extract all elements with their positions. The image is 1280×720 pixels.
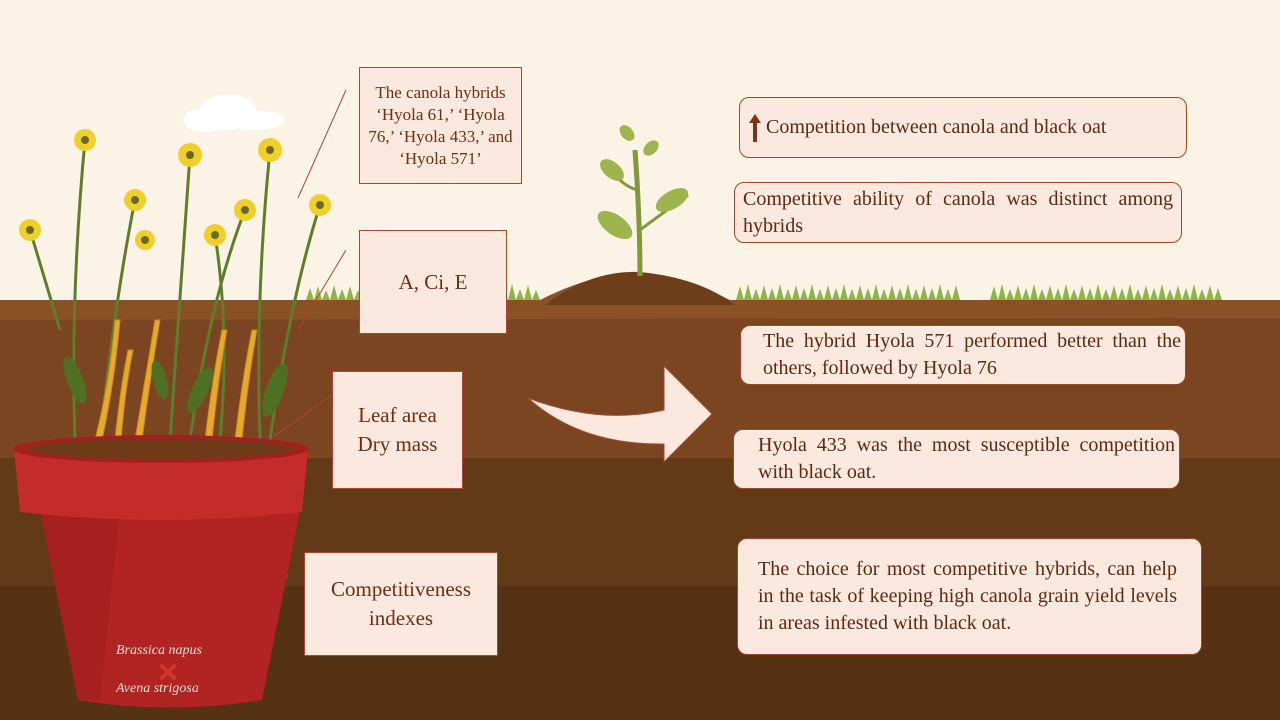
result-text-1: Competition between canola and black oat <box>766 116 1107 138</box>
result-box-2: Competitive ability of canola was distin… <box>734 182 1182 243</box>
species-label-canola: Brassica napus <box>116 643 202 658</box>
competitiveness-box: Competitiveness indexes <box>304 552 498 656</box>
gas-exchange-text: A, Ci, E <box>398 269 468 294</box>
up-arrow-icon <box>749 113 761 142</box>
canola-plants-illustration <box>19 129 331 441</box>
result-box-4: Hyola 433 was the most susceptible compe… <box>733 429 1180 489</box>
leaf-area-text: Leaf area <box>358 403 437 427</box>
cross-mark-icon <box>160 664 176 680</box>
result-box-5: The choice for most competitive hybrids,… <box>737 538 1202 655</box>
gas-exchange-box: A, Ci, E <box>359 230 507 334</box>
result-box-3: The hybrid Hyola 571 performed better th… <box>740 325 1186 385</box>
seedling-icon <box>597 125 689 277</box>
result-text-4: Hyola 433 was the most susceptible compe… <box>758 434 1175 483</box>
result-arrow-icon <box>527 364 713 464</box>
result-box-1: Competition between canola and black oat <box>739 97 1187 158</box>
leaf-area-box: Leaf area Dry mass <box>332 371 463 489</box>
flower-pot-illustration <box>13 435 309 708</box>
competitiveness-text: Competitiveness indexes <box>331 577 471 630</box>
result-text-2: Competitive ability of canola was distin… <box>743 187 1173 237</box>
result-text-3: The hybrid Hyola 571 performed better th… <box>763 330 1181 379</box>
grass-strip <box>306 284 1222 300</box>
hybrids-box: The canola hybrids ‘Hyola 61,’ ‘Hyola 76… <box>359 67 522 184</box>
dry-mass-text: Dry mass <box>357 432 438 456</box>
result-text-5: The choice for most competitive hybrids,… <box>758 558 1177 634</box>
species-label-oat: Avena strigosa <box>116 681 199 696</box>
hybrids-text: The canola hybrids ‘Hyola 61,’ ‘Hyola 76… <box>368 82 513 168</box>
cloud-icon <box>183 94 285 132</box>
